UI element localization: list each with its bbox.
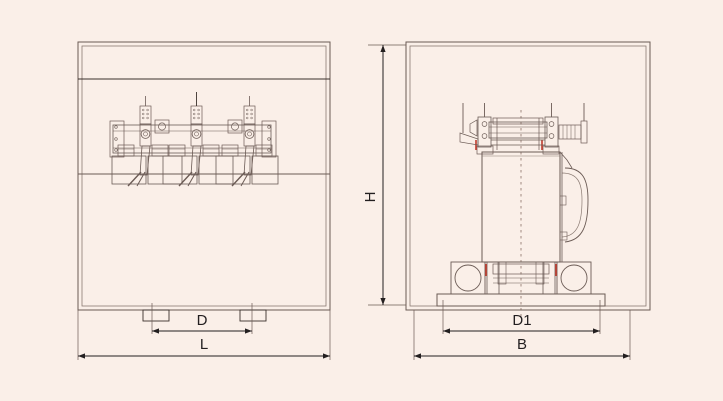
side-elevation-view (405, 41, 651, 318)
side-radiator (559, 151, 589, 262)
dimension-D: D (151, 303, 253, 334)
dimension-label-D: D (197, 312, 208, 329)
front-switchgear-assembly (109, 92, 279, 187)
dimension-label-L: L (200, 336, 208, 353)
dimension-label-B: B (517, 336, 527, 353)
side-bushing-group (459, 103, 588, 155)
dimension-label-D1: D1 (512, 312, 531, 329)
side-base-plate (406, 293, 650, 311)
front-phase-c (215, 96, 279, 187)
front-insulator-pads (154, 119, 243, 134)
dimension-L: L (77, 310, 331, 360)
side-bushing-left (459, 103, 494, 155)
side-corrugated-connector (558, 103, 588, 144)
dimension-B: B (413, 310, 631, 360)
dimension-D1: D1 (442, 300, 601, 334)
side-transformer-tank (481, 151, 561, 263)
dimension-label-H: H (362, 192, 379, 203)
dimension-H: H (362, 44, 406, 306)
front-feet (142, 309, 267, 322)
front-elevation-view (77, 41, 331, 322)
side-bushing-right (541, 103, 588, 155)
